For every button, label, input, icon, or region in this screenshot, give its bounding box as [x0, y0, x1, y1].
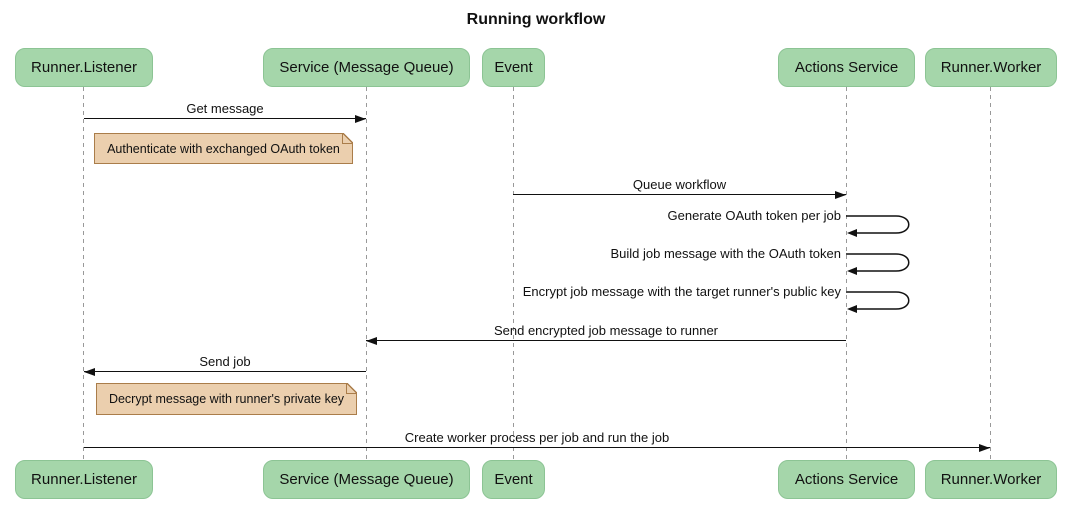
participant-runner-listener-top: Runner.Listener	[15, 48, 153, 87]
self-loop-arrow-icon	[846, 253, 910, 275]
participant-actions-service-top: Actions Service	[778, 48, 915, 87]
message-get-message: Get message	[84, 100, 366, 126]
lifeline-actions-service	[846, 87, 847, 461]
message-send-job: Send job	[84, 353, 366, 379]
message-label: Send encrypted job message to runner	[493, 323, 719, 338]
message-line	[513, 194, 846, 195]
message-label: Queue workflow	[632, 177, 727, 192]
arrowhead-right-icon	[355, 115, 366, 123]
arrowhead-right-icon	[835, 191, 846, 199]
participant-service-message-queue-top: Service (Message Queue)	[263, 48, 470, 87]
message-line	[84, 371, 366, 372]
lifeline-service-message-queue	[366, 87, 367, 461]
arrowhead-left-icon	[366, 337, 377, 345]
diagram-title: Running workflow	[466, 11, 606, 28]
message-queue-workflow: Queue workflow	[513, 176, 846, 202]
arrowhead-right-icon	[979, 444, 990, 452]
message-label: Send job	[199, 354, 251, 369]
message-create-worker-process: Create worker process per job and run th…	[84, 429, 990, 455]
participant-event-top: Event	[482, 48, 545, 87]
message-send-encrypted-job-message: Send encrypted job message to runner	[366, 322, 846, 348]
note-authenticate-oauth: Authenticate with exchanged OAuth token	[94, 133, 353, 164]
participant-event-bottom: Event	[482, 460, 545, 499]
note-label: Decrypt message with runner's private ke…	[108, 392, 345, 406]
self-loop-arrow-icon	[846, 291, 910, 313]
lifeline-event	[513, 87, 514, 461]
participant-service-message-queue-bottom: Service (Message Queue)	[263, 460, 470, 499]
message-line	[84, 447, 990, 448]
self-message-generate-oauth-token: Generate OAuth token per job	[667, 208, 841, 223]
message-label: Create worker process per job and run th…	[404, 430, 670, 445]
lifeline-runner-listener	[83, 87, 84, 461]
participant-actions-service-bottom: Actions Service	[778, 460, 915, 499]
participant-runner-worker-bottom: Runner.Worker	[925, 460, 1057, 499]
message-line	[366, 340, 846, 341]
message-label: Get message	[186, 101, 264, 116]
arrowhead-left-icon	[84, 368, 95, 376]
self-message-build-job-message: Build job message with the OAuth token	[610, 246, 841, 261]
self-loop-arrow-icon	[846, 215, 910, 237]
note-label: Authenticate with exchanged OAuth token	[107, 141, 340, 156]
message-line	[84, 118, 366, 119]
lifeline-runner-worker	[990, 87, 991, 461]
note-decrypt-message: Decrypt message with runner's private ke…	[96, 383, 357, 415]
participant-runner-worker-top: Runner.Worker	[925, 48, 1057, 87]
self-message-encrypt-job-message: Encrypt job message with the target runn…	[522, 284, 841, 299]
participant-runner-listener-bottom: Runner.Listener	[15, 460, 153, 499]
